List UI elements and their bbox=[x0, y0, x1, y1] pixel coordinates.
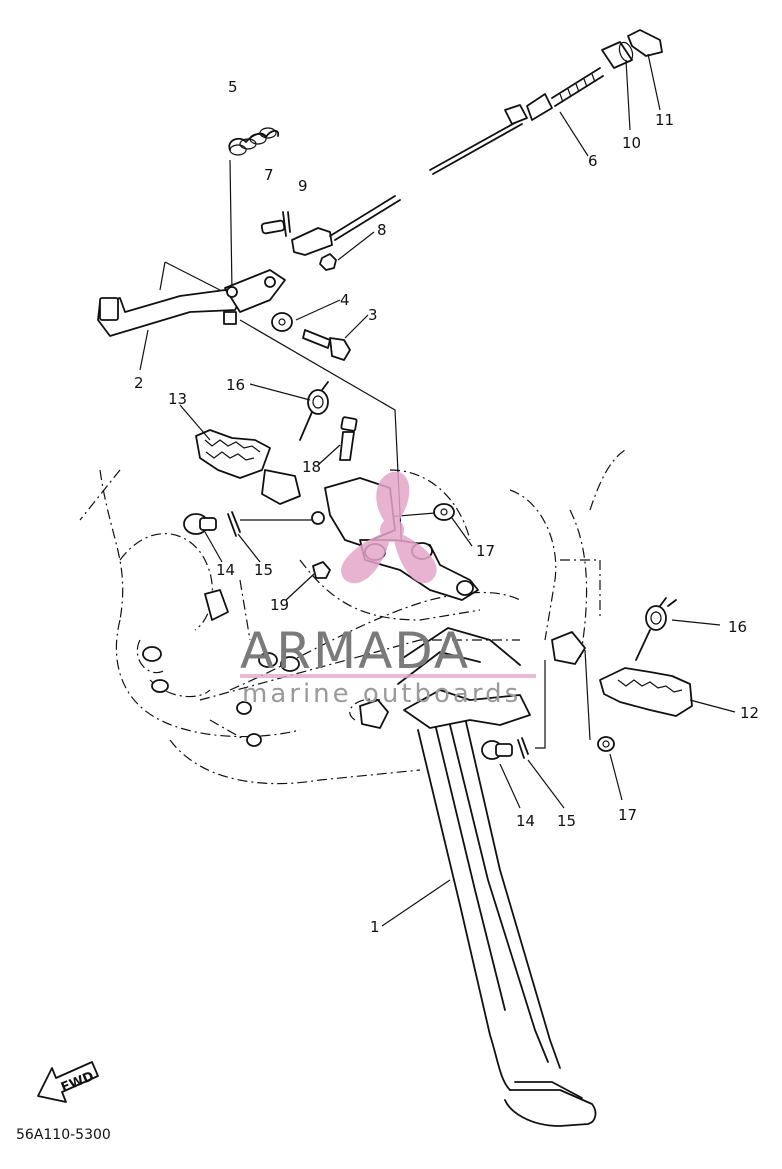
callout-15-left: 15 bbox=[254, 561, 273, 579]
fwd-arrow-icon: FWD bbox=[37, 1061, 99, 1103]
callout-2: 2 bbox=[134, 374, 144, 392]
pin-14-right bbox=[481, 740, 513, 760]
callout-1: 1 bbox=[370, 918, 380, 936]
bolt-3 bbox=[302, 329, 351, 361]
nut-8 bbox=[319, 253, 337, 271]
callout-17-left: 17 bbox=[476, 542, 495, 560]
footrest-13 bbox=[195, 429, 301, 505]
callout-13: 13 bbox=[168, 390, 187, 408]
rod-6 bbox=[329, 67, 604, 241]
callout-8: 8 bbox=[377, 221, 387, 239]
callout-14-right: 14 bbox=[516, 812, 535, 830]
callout-6: 6 bbox=[588, 152, 598, 170]
clevis-joint bbox=[291, 227, 333, 256]
adjuster-nut-11 bbox=[627, 29, 663, 57]
watermark-subtitle: marine outboards bbox=[242, 679, 521, 709]
callout-16-right: 16 bbox=[728, 618, 747, 636]
callout-11: 11 bbox=[655, 111, 674, 129]
callout-14-left: 14 bbox=[216, 561, 235, 579]
armada-watermark: ARMADA marine outboards bbox=[240, 471, 536, 709]
pedal-2 bbox=[97, 269, 286, 337]
callout-leaders bbox=[139, 53, 736, 927]
washer-4 bbox=[271, 312, 293, 332]
spring-5 bbox=[228, 127, 280, 156]
pin-7 bbox=[260, 219, 286, 235]
callout-19: 19 bbox=[270, 596, 289, 614]
frame-mounts bbox=[142, 589, 389, 747]
washer-17-right bbox=[597, 736, 615, 752]
spring-pin-10 bbox=[601, 41, 634, 69]
callout-3: 3 bbox=[368, 306, 378, 324]
bolt-19 bbox=[312, 561, 331, 579]
spring-16-left bbox=[299, 381, 329, 441]
sidestand-1 bbox=[397, 627, 597, 1127]
spring-16-right bbox=[635, 597, 677, 661]
diagram-code: 56A110-5300 bbox=[16, 1127, 111, 1143]
callout-5: 5 bbox=[228, 78, 238, 96]
callout-18: 18 bbox=[302, 458, 321, 476]
footrest-12 bbox=[551, 631, 693, 717]
callout-15-right: 15 bbox=[557, 812, 576, 830]
bolt-18 bbox=[339, 416, 358, 461]
cotter-15-left bbox=[227, 511, 241, 537]
cotter-15-right bbox=[517, 737, 529, 759]
callout-12: 12 bbox=[740, 704, 759, 722]
callout-17-right: 17 bbox=[618, 806, 637, 824]
watermark-title: ARMADA bbox=[240, 622, 470, 680]
washer-17-left bbox=[433, 503, 455, 521]
pin-14-left bbox=[183, 513, 217, 535]
callout-9: 9 bbox=[298, 177, 308, 195]
cotter-pin-9 bbox=[282, 211, 291, 237]
callout-10: 10 bbox=[622, 134, 641, 152]
callout-labels: 5 7 9 8 6 10 11 4 3 2 16 13 18 17 14 15 … bbox=[134, 78, 759, 936]
callout-7: 7 bbox=[264, 166, 274, 184]
propeller-logo-icon bbox=[341, 471, 437, 584]
callout-16-left: 16 bbox=[226, 376, 245, 394]
frame-outline bbox=[79, 449, 626, 785]
callout-4: 4 bbox=[340, 291, 350, 309]
